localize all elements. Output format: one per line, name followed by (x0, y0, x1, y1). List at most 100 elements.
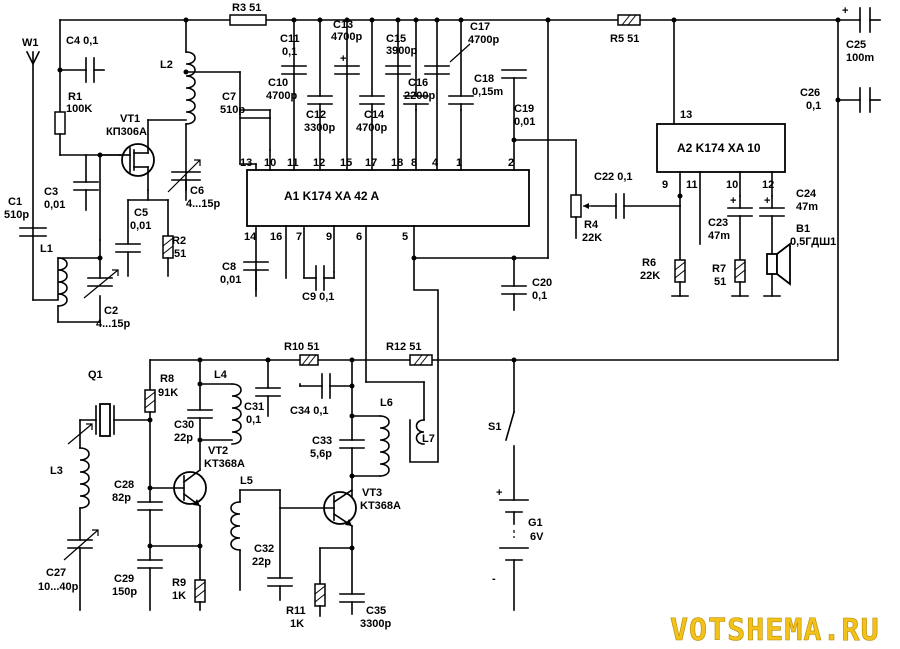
label-c7a: C7 (222, 91, 236, 103)
label-c10a: C10 (268, 77, 288, 89)
label-c1a: C1 (8, 196, 22, 208)
label-g1a: G1 (528, 517, 543, 529)
label-r11b: 1K (290, 618, 304, 630)
label-c28b: 82p (112, 492, 131, 504)
a2-title: A2 K174 XA 10 (677, 141, 761, 155)
capacitor-c29: C29 150p (112, 543, 203, 611)
resistor-r12: R12 51 (386, 341, 433, 366)
label-c32a: C32 (254, 543, 274, 555)
label-l7: L7 (422, 433, 435, 445)
a1-pin-7: 7 (296, 231, 302, 243)
label-w1: W1 (22, 37, 39, 49)
label-c5b: 0,01 (130, 220, 151, 232)
inductor-l1: L1 (32, 243, 101, 323)
label-r6b: 22K (640, 270, 660, 282)
label-c6a: C6 (190, 185, 204, 197)
resistor-r7: R7 51 (712, 259, 749, 297)
capacitor-c5: C5 0,01 (115, 189, 169, 277)
label-r11a: R11 (286, 605, 306, 617)
resistor-r4: R4 22K (570, 194, 602, 244)
crystal-q1: Q1 (79, 369, 153, 437)
label-c3a: C3 (44, 186, 58, 198)
label-r7b: 51 (714, 276, 726, 288)
label-c18b: 0,15m (472, 86, 503, 98)
a1-pin-1: 1 (456, 157, 462, 169)
a2-pin-9: 9 (662, 179, 668, 191)
label-c14a: C14 (364, 109, 385, 121)
label-vt2a: VT2 (208, 445, 228, 457)
label-c8a: C8 (222, 261, 236, 273)
label-c11b: 0,1 (282, 46, 297, 58)
label-r6a: R6 (642, 257, 656, 269)
label-r2b: 51 (174, 248, 186, 260)
ic-a2: A2 K174 XA 10 13 9 11 10 12 (656, 19, 786, 245)
label-c17b: 4700p (468, 34, 499, 46)
label-c9: C9 0,1 (302, 291, 334, 303)
transistor-vt1: VT1 КП306А (97, 113, 155, 241)
capacitor-c14: C14 4700p (356, 19, 387, 134)
label-c14b: 4700p (356, 122, 387, 134)
resistor-r3: R3 51 (229, 2, 267, 26)
resistor-r8: R8 91K (144, 373, 178, 489)
label-r4a: R4 (584, 219, 599, 231)
c24-plus: + (764, 195, 770, 207)
label-c15a: C15 (386, 33, 406, 45)
label-vt1b: КП306А (106, 126, 147, 138)
capacitor-c3: C3 0,01 (44, 154, 99, 211)
label-c27a: C27 (46, 567, 66, 579)
capacitor-c19: C19 0,01 (501, 69, 577, 196)
capacitor-c23: + C23 47m (708, 195, 753, 261)
a2-pin-10: 10 (726, 179, 738, 191)
label-c17a: C17 (470, 21, 490, 33)
resistor-r9: R9 1K (172, 577, 206, 611)
a1-pin-13: 13 (240, 157, 252, 169)
label-c22: C22 0,1 (594, 171, 633, 183)
label-c28a: C28 (114, 479, 134, 491)
c25-plus: + (842, 5, 848, 17)
label-c24b: 47m (796, 201, 818, 213)
capacitor-c12: C12 3300p (304, 19, 335, 134)
label-c8b: 0,01 (220, 274, 241, 286)
label-r3: R3 51 (232, 2, 261, 14)
resistor-r11: R11 1K (286, 545, 355, 630)
label-c6b: 4...15p (186, 198, 221, 210)
label-c26a: C26 (800, 87, 820, 99)
label-r5: R5 51 (610, 33, 639, 45)
label-c35b: 3300p (360, 618, 391, 630)
a1-pin-5: 5 (402, 231, 408, 243)
inductor-l4: L4 (197, 369, 242, 445)
label-c32b: 22p (252, 556, 271, 568)
label-c26b: 0,1 (806, 100, 821, 112)
label-c23a: C23 (708, 217, 728, 229)
label-c15b: 3900p (386, 45, 417, 57)
inductor-l6: L6 (349, 359, 393, 477)
a1-pin-17: 17 (365, 157, 377, 169)
label-c16b: 2200p (404, 90, 435, 102)
label-r7a: R7 (712, 263, 726, 275)
capacitor-c34: C34 0,1 (290, 373, 355, 417)
label-c13a: C13 (333, 19, 353, 31)
capacitor-c9: C9 0,1 (302, 265, 335, 303)
g1-plus: + (496, 487, 502, 499)
a2-pin-13: 13 (680, 109, 692, 121)
label-c30b: 22p (174, 432, 193, 444)
resistor-r1: R1 100K (54, 91, 121, 156)
c23-plus: + (730, 195, 736, 207)
inductor-l7: L7 (365, 257, 439, 463)
capacitor-c27: C27 10...40p (38, 529, 99, 611)
label-c1b: 510p (4, 209, 29, 221)
label-vt1a: VT1 (120, 113, 140, 125)
label-r8a: R8 (160, 373, 174, 385)
label-l6: L6 (380, 397, 393, 409)
label-c31b: 0,1 (246, 414, 261, 426)
antenna-w1: W1 (22, 37, 41, 301)
label-c29b: 150p (112, 586, 137, 598)
label-c19b: 0,01 (514, 116, 535, 128)
ic-a1: A1 K174 XA 42 A 13 10 11 12 15 17 18 8 4… (239, 19, 530, 383)
label-c34: C34 0,1 (290, 405, 329, 417)
capacitor-c7: C7 510p (220, 91, 271, 151)
resistor-r6: R6 22K (640, 205, 689, 297)
resistor-r5: R5 51 (610, 14, 641, 45)
a1-pin-11: 11 (287, 157, 299, 169)
